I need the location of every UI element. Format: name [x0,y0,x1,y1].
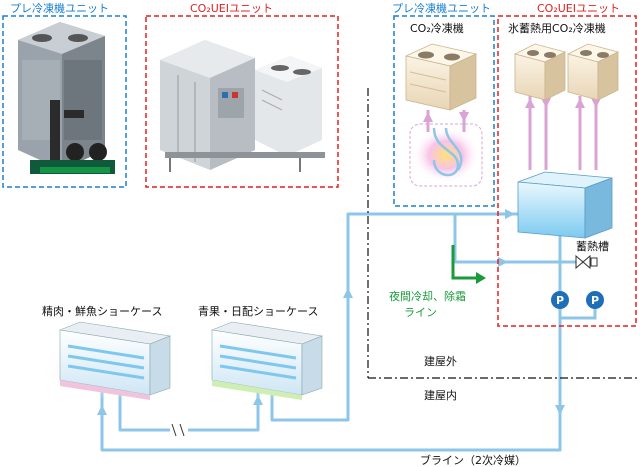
outside-label: 建屋外 [424,355,457,368]
night-cooling-arrow [451,245,486,284]
brine-piping [100,212,583,452]
co2-unit-photo-frame [145,15,339,188]
storage-tank [517,171,613,239]
building-boundary [367,88,640,379]
pre-unit-right-label: プレ冷凍機ユニット [392,2,491,15]
veg-daily-case-label: 青果・日配ショーケース [198,305,319,318]
inside-label: 建屋内 [424,389,457,402]
pre-unit-left-label: プレ冷凍機ユニット [10,2,109,15]
ice-co2-refrigerator-label: 氷蓄熱用CO₂冷凍機 [508,22,606,35]
meat-fish-showcase [40,321,180,400]
pre-unit-frame-right [393,15,495,207]
heat-exchanger [409,123,483,187]
pumps: P P [551,262,604,320]
night-cooling-label-1: 夜間冷却、除霜 [389,290,466,303]
svg-text:P: P [591,294,599,307]
veg-daily-showcase [195,321,335,400]
pipe-arrows [97,209,565,415]
co2-unit-right-label: CO₂UEIユニット [537,2,620,15]
pre-unit-photo-frame [2,15,127,188]
co2-unit-left-label: CO₂UEIユニット [190,2,273,15]
co2-refrigerator-label: CO₂冷凍機 [410,22,464,35]
ice-co2-refrigerator-1 [513,43,567,101]
refrigerant-arrows [423,98,601,122]
pipe-break-mark [171,423,185,437]
svg-text:P: P [556,294,564,307]
night-cooling-label-2: ライン [404,306,437,319]
co2-refrigerator-unit [404,43,478,111]
co2-unit-frame-right [497,15,637,327]
three-way-valve [575,254,598,270]
storage-tank-label: 蓄熱槽 [576,240,609,253]
brine-label: ブライン（2次冷媒） [420,454,526,467]
meat-fish-case-label: 精肉・鮮魚ショーケース [42,305,163,318]
ice-co2-refrigerator-2 [566,43,620,101]
